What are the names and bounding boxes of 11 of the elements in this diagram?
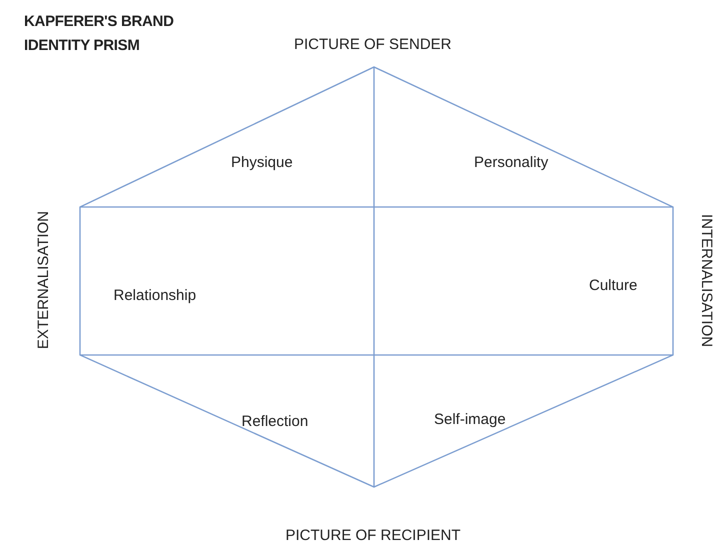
facet-label: Culture	[589, 277, 638, 295]
facet-label: Physique	[231, 154, 293, 172]
facet-label: Reflection	[242, 413, 308, 431]
axis-label: EXTERNALISATION	[35, 211, 53, 350]
facet-label: Self-image	[434, 411, 506, 429]
title: KAPFERER'S BRAND IDENTITY PRISM	[24, 12, 175, 56]
facet-label: Personality	[474, 154, 548, 172]
axis-label: PICTURE OF RECIPIENT	[286, 527, 461, 545]
axis-label: INTERNALISATION	[697, 214, 715, 347]
facet-label: Relationship	[114, 287, 196, 305]
axis-label: PICTURE OF SENDER	[294, 36, 452, 54]
